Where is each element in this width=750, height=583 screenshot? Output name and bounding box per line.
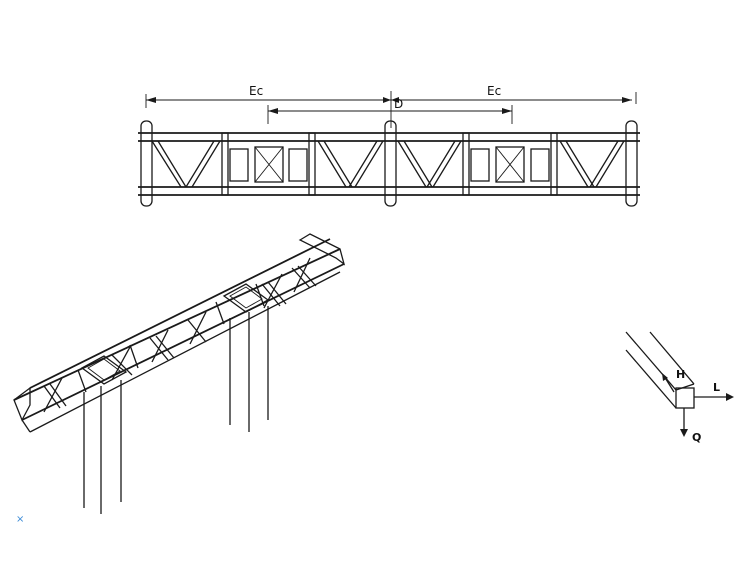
isometric-view xyxy=(13,233,346,514)
axis-label-h: H xyxy=(676,368,685,381)
dimension-full-span xyxy=(145,91,637,128)
axis-label-l: L xyxy=(713,381,720,394)
dimension-label-ec-left: Ec xyxy=(249,84,263,98)
elevation-view: Ec Ec D xyxy=(138,84,640,207)
dimension-d xyxy=(267,105,513,124)
axis-label-q: Q xyxy=(692,431,701,444)
dimension-label-d: D xyxy=(394,97,403,111)
load-axis-detail xyxy=(625,331,734,437)
support-rods xyxy=(83,306,269,514)
truss-isometric xyxy=(13,233,346,433)
truss-elevation xyxy=(138,120,640,207)
dimension-label-ec-right: Ec xyxy=(487,84,501,98)
corner-marker: × xyxy=(16,514,25,525)
